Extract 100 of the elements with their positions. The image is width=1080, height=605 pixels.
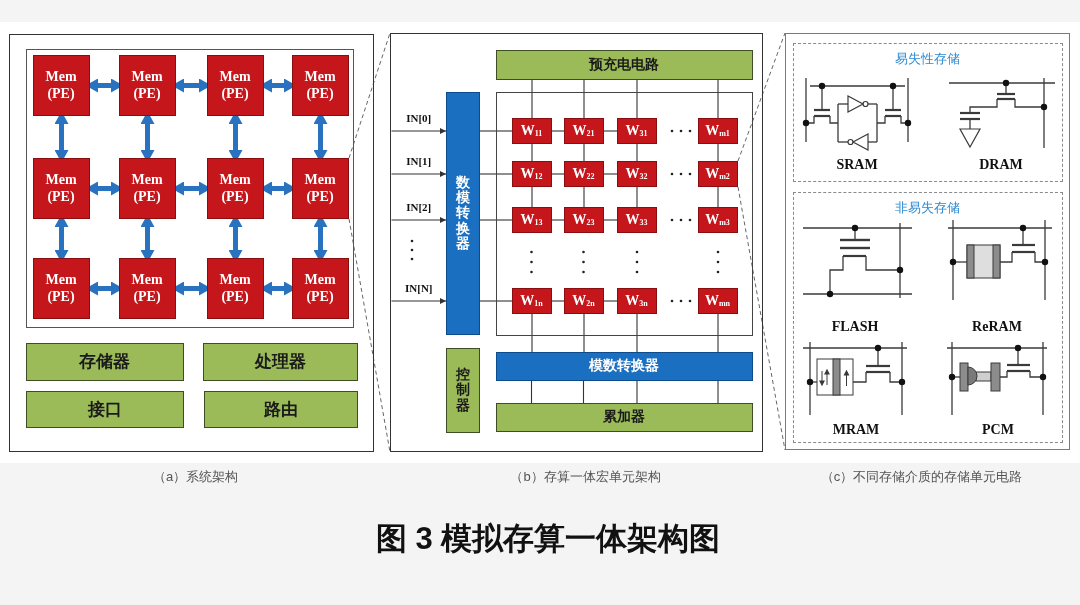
wire-line [636, 380, 638, 404]
converter-bar [445, 91, 480, 335]
weight-label: W$_{m2}$ [705, 165, 730, 182]
weight-label: W$_{11}$ [520, 122, 543, 139]
pe-label: Mem (PE) [303, 270, 337, 306]
weight-label: W$_{1n}$ [520, 292, 543, 309]
pe-block [32, 54, 90, 116]
wire-line [531, 186, 533, 208]
wire-line [582, 380, 585, 404]
group-heading: 易失性存储 [895, 49, 960, 67]
bar-label: 预充电电路 [589, 55, 659, 74]
pe-label: Mem (PE) [130, 170, 164, 206]
wire-line [479, 300, 513, 302]
vertical-label: 控制器 [455, 366, 470, 414]
arrow [390, 128, 447, 134]
weight-label: W$_{mn}$ [704, 292, 731, 309]
circuit-label: FLASH [831, 319, 879, 335]
pe-block [206, 257, 264, 319]
pe-label: Mem (PE) [44, 170, 78, 206]
wire-line [479, 219, 513, 221]
zoom-guide-line [737, 32, 786, 162]
array-frame [495, 91, 753, 336]
wire-line [531, 313, 533, 353]
module-box [25, 390, 184, 428]
wire-line [551, 173, 565, 175]
pe-block [291, 257, 349, 319]
pe-block [118, 257, 176, 319]
pe-label: Mem (PE) [130, 67, 164, 103]
circuit-label: SRAM [836, 157, 878, 173]
pe-label: Mem (PE) [44, 67, 78, 103]
circuit-label: ReRAM [972, 319, 1022, 335]
pe-block [206, 157, 264, 219]
weight-label: W$_{22}$ [572, 165, 595, 182]
bar-label: 累加器 [603, 408, 645, 426]
wire-line [531, 79, 533, 119]
controller-bar [445, 347, 480, 433]
module-label: 处理器 [254, 351, 306, 373]
wire-line [717, 186, 719, 208]
weight-label: W$_{31}$ [625, 122, 648, 139]
wire-line [603, 173, 618, 175]
pe-label: Mem (PE) [218, 170, 252, 206]
wire-line [551, 219, 565, 221]
wire-line [531, 143, 533, 162]
wire-line [603, 130, 618, 132]
panel-caption: （b）存算一体宏单元架构 [510, 467, 661, 486]
wire-line [551, 130, 565, 132]
wire-line [583, 79, 585, 119]
module-label: 接口 [87, 398, 122, 421]
pe-label: Mem (PE) [303, 170, 337, 206]
circuit-label: PCM [982, 422, 1014, 438]
memory-group-box [792, 42, 1063, 182]
pe-block [206, 54, 264, 116]
pe-label: Mem (PE) [44, 270, 78, 306]
zoom-guide-line [348, 218, 391, 453]
converter-bar [495, 351, 753, 381]
pe-label: Mem (PE) [130, 270, 164, 306]
wire-line [603, 219, 618, 221]
wire-line [530, 380, 533, 404]
circuit-label: MRAM [832, 422, 880, 438]
wire-line [636, 313, 638, 353]
wire-line [717, 143, 719, 162]
weight-label: W$_{21}$ [572, 122, 595, 139]
module-box [202, 342, 358, 381]
mesh-frame [25, 48, 354, 328]
pe-label: Mem (PE) [218, 270, 252, 306]
wire-line [717, 313, 719, 353]
accumulator-bar [495, 402, 753, 432]
weight-label: W$_{12}$ [520, 165, 543, 182]
pe-block [291, 54, 349, 116]
pe-block [32, 257, 90, 319]
memory-group-box [792, 191, 1063, 443]
pe-block [32, 157, 90, 219]
weight-label: W$_{2n}$ [572, 292, 595, 309]
wire-line [583, 143, 585, 162]
wire-line [636, 143, 638, 162]
precharge-bar [495, 49, 753, 80]
pe-block [118, 54, 176, 116]
weight-label: W$_{23}$ [572, 211, 595, 228]
zoom-guide-line [737, 186, 786, 451]
wire-line [479, 130, 513, 132]
wire-line [636, 186, 638, 208]
module-label: 路由 [263, 398, 298, 421]
weight-label: W$_{32}$ [625, 165, 648, 182]
pe-block [291, 157, 349, 219]
pe-label: Mem (PE) [303, 67, 337, 103]
circuit-label: DRAM [979, 157, 1023, 173]
pe-block [118, 157, 176, 219]
module-box [203, 390, 358, 428]
arrow [390, 171, 447, 177]
weight-label: W$_{13}$ [520, 211, 543, 228]
bar-label: 模数转换器 [589, 357, 659, 375]
wire-line [717, 380, 719, 404]
wire-line [479, 173, 513, 175]
weight-label: W$_{m1}$ [705, 122, 730, 139]
wire-line [551, 300, 565, 302]
module-label: 存储器 [79, 351, 130, 373]
wire-line [636, 79, 638, 119]
wire-line [717, 79, 719, 119]
wire-line [583, 186, 585, 208]
pe-label: Mem (PE) [218, 67, 252, 103]
